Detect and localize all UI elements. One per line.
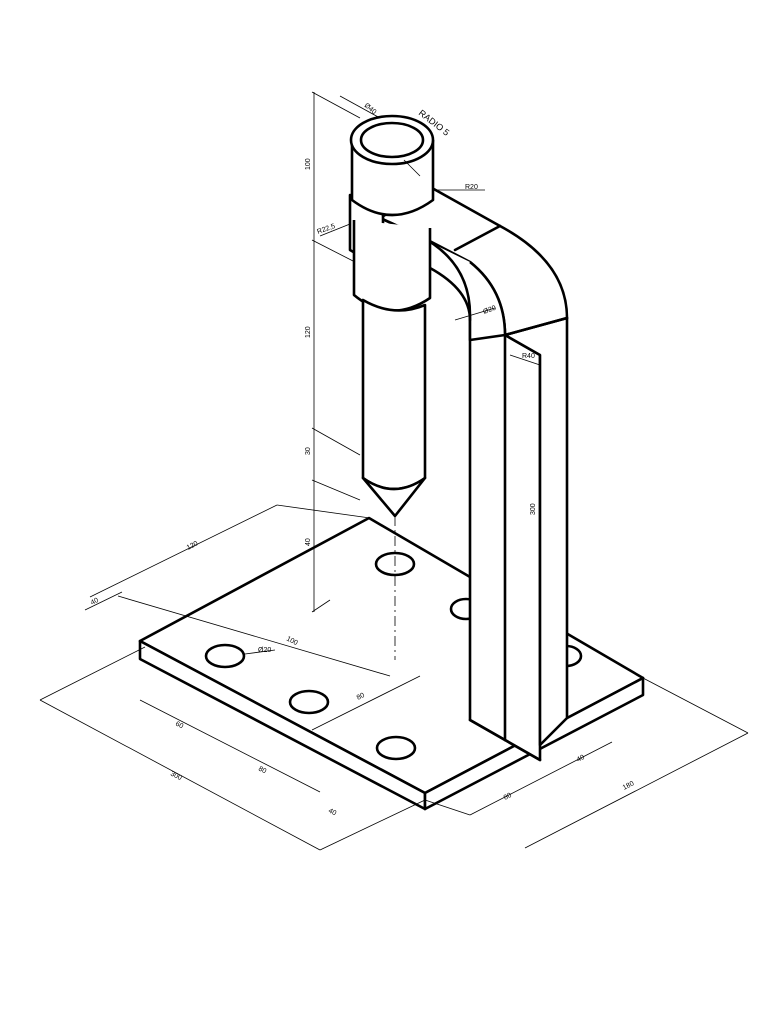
dim-v120: 120 — [305, 326, 312, 338]
hole-5 — [288, 689, 330, 715]
dim-c180-line — [524, 732, 749, 849]
dim-r40: R40 — [522, 353, 535, 360]
d20-leader — [454, 307, 496, 321]
dim-d40: Ø40 — [363, 102, 378, 116]
pin-body-upper — [352, 220, 432, 313]
dim-c-ext — [424, 799, 471, 816]
dim-r22: R22,5 — [316, 223, 336, 236]
r40-leader — [509, 354, 541, 366]
r22-leader — [319, 223, 351, 237]
post-bottom-edge — [468, 718, 507, 742]
dim-a40-line — [84, 591, 123, 611]
dim-v300: 300 — [530, 503, 537, 515]
dim-c-line — [469, 741, 613, 816]
dim-b-ext — [39, 646, 146, 701]
dim-d20-pin: Ø20 — [482, 305, 497, 316]
dim-c80: 80 — [503, 792, 513, 802]
dim-a40: 40 — [90, 597, 100, 607]
arm-tangent-line — [453, 224, 502, 252]
ext-v-5 — [311, 599, 331, 613]
dim-v40: 40 — [305, 538, 312, 546]
dim-a100-line — [117, 595, 391, 677]
pin — [348, 114, 435, 660]
dim-hole: Ø20 — [258, 647, 271, 654]
pin-shaft — [361, 298, 427, 491]
dim-a80: 80 — [356, 692, 366, 702]
dim-c180: 180 — [622, 780, 636, 792]
dim-c180-ext — [642, 677, 749, 734]
ext-v-1 — [311, 91, 361, 119]
dim-b300: 300 — [169, 771, 183, 783]
hole-leader — [244, 649, 276, 655]
dim-b-row — [139, 699, 321, 793]
dim-v30: 30 — [305, 447, 312, 455]
dim-a120: 120 — [186, 540, 200, 552]
dim-v100: 100 — [305, 158, 312, 170]
dim-b60: 60 — [174, 721, 184, 731]
dim-b80: 80 — [257, 766, 267, 776]
pin-tip — [361, 476, 427, 518]
ext-v-3 — [311, 427, 361, 456]
dim-a80-line — [311, 675, 421, 731]
dim-a100: 100 — [285, 636, 299, 648]
hole-6 — [375, 735, 417, 761]
ext-v-4 — [311, 479, 361, 501]
dim-a120-line — [89, 504, 278, 598]
dim-b40: 40 — [327, 808, 337, 818]
dim-d40-leader — [339, 95, 381, 119]
pin-head-top — [359, 121, 425, 159]
ext-v-2 — [311, 239, 356, 263]
hole-4 — [204, 643, 246, 669]
radio-leader — [403, 159, 421, 177]
dim-b300-ext — [319, 799, 426, 851]
dims-vertical: 100 120 30 40 — [305, 91, 361, 613]
dim-a120-ext — [276, 504, 371, 519]
dim-b300-line — [39, 699, 321, 851]
arm-tangent-line-2 — [503, 316, 569, 337]
column — [378, 186, 569, 762]
dims-base-left: 120 40 100 Ø20 80 60 80 40 300 — [39, 504, 426, 851]
dims-base-right: 80 40 180 — [424, 677, 749, 849]
dim-r20: R20 — [465, 184, 478, 191]
dim-c40: 40 — [576, 754, 586, 764]
post-bottom-edge-2 — [503, 738, 542, 762]
